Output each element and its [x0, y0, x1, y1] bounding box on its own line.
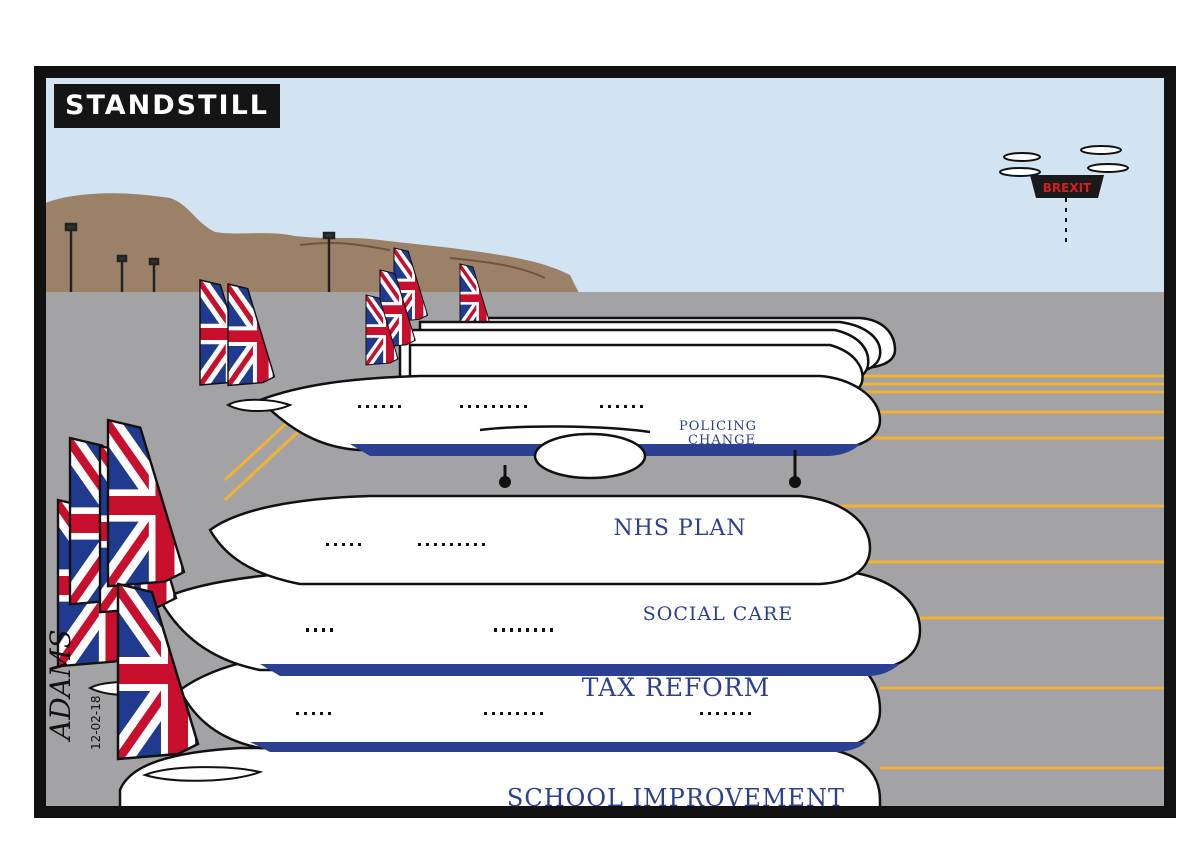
plane-label-school: SCHOOL IMPROVEMENT [507, 784, 845, 812]
plane-label-social: SOCIAL CARE [643, 603, 793, 625]
plane-label-policing-1: POLICING [679, 419, 757, 434]
artist-signature: ADAMS [44, 629, 77, 743]
runway-lines [223, 374, 1170, 770]
plane-label-nhs: NHS PLAN [613, 516, 746, 541]
plane-policing-change [194, 274, 882, 488]
caption-box [54, 84, 280, 128]
cartoon-caption: STANDSTILL [65, 90, 269, 121]
signature-date: 12-02-18 [89, 696, 103, 750]
plane-label-tax: TAX REFORM [582, 673, 770, 702]
brexit-drone [999, 145, 1129, 245]
drone-label: BREXIT [1043, 181, 1092, 195]
lamp-posts [64, 222, 336, 292]
panel-border [34, 66, 1176, 818]
plane-nhs-plan [208, 494, 872, 586]
plane-social-care [158, 570, 922, 676]
plane-label-policing-2: CHANGE [688, 433, 756, 448]
